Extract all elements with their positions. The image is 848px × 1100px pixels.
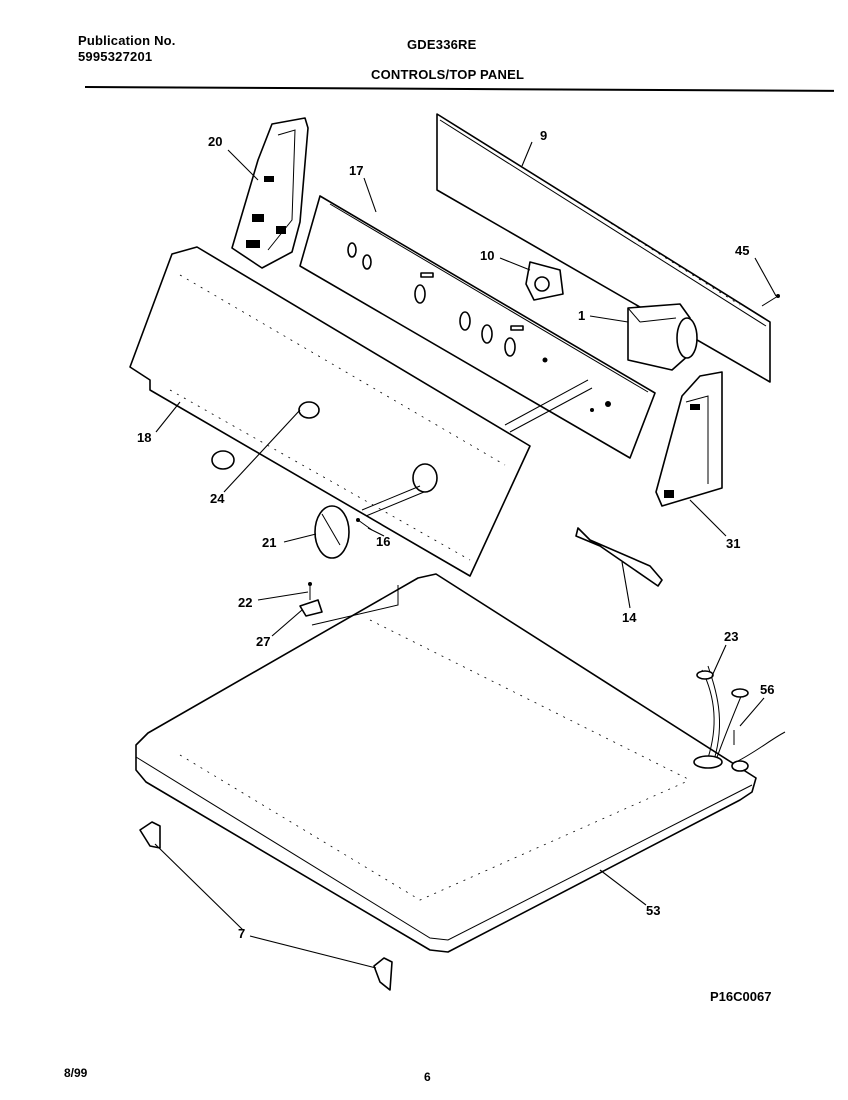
page-number: 6 (424, 1070, 431, 1084)
part-23-wire-harness (693, 665, 749, 769)
part-53-top-panel (135, 573, 757, 953)
callout-22: 22 (238, 595, 252, 610)
callout-27: 27 (256, 634, 270, 649)
part-31-right-end-cap (655, 371, 723, 507)
part-20-left-end-cap (231, 117, 309, 269)
model-number: GDE336RE (407, 37, 477, 52)
part-10-switch (525, 261, 564, 301)
part-17-control-panel (299, 195, 656, 459)
part-56-screw (731, 730, 786, 772)
callout-7: 7 (238, 926, 245, 941)
part-21-knob (314, 505, 350, 559)
part-45-screw (761, 294, 780, 307)
drawing-code: P16C0067 (710, 989, 771, 1004)
knob-shafts (361, 379, 593, 517)
callout-20: 20 (208, 134, 222, 149)
footer-date: 8/99 (64, 1066, 88, 1080)
part-14-strip (575, 527, 663, 587)
leader-lines (154, 141, 777, 969)
callout-10: 10 (480, 248, 494, 263)
callout-53: 53 (646, 903, 660, 918)
callouts: 9 20 17 10 45 1 18 24 21 16 31 22 14 27 … (137, 128, 774, 1004)
section-title: CONTROLS/TOP PANEL (371, 67, 525, 82)
callout-23: 23 (724, 629, 738, 644)
publication-label: Publication No. (78, 33, 176, 48)
callout-18: 18 (137, 430, 151, 445)
part-18-console-cover (129, 246, 531, 577)
part-27-hinge (299, 599, 323, 617)
callout-56: 56 (760, 682, 774, 697)
callout-24: 24 (210, 491, 225, 506)
callout-17: 17 (349, 163, 363, 178)
part-7-foot (139, 821, 393, 991)
callout-1: 1 (578, 308, 585, 323)
part-24-knob (211, 450, 235, 470)
callout-45: 45 (735, 243, 749, 258)
callout-16: 16 (376, 534, 390, 549)
callout-31: 31 (726, 536, 740, 551)
callout-21: 21 (262, 535, 276, 550)
callout-9: 9 (540, 128, 547, 143)
callout-14: 14 (622, 610, 637, 625)
publication-number: 5995327201 (78, 49, 153, 64)
part-1-timer (627, 303, 698, 371)
part-22-screw (308, 582, 312, 600)
